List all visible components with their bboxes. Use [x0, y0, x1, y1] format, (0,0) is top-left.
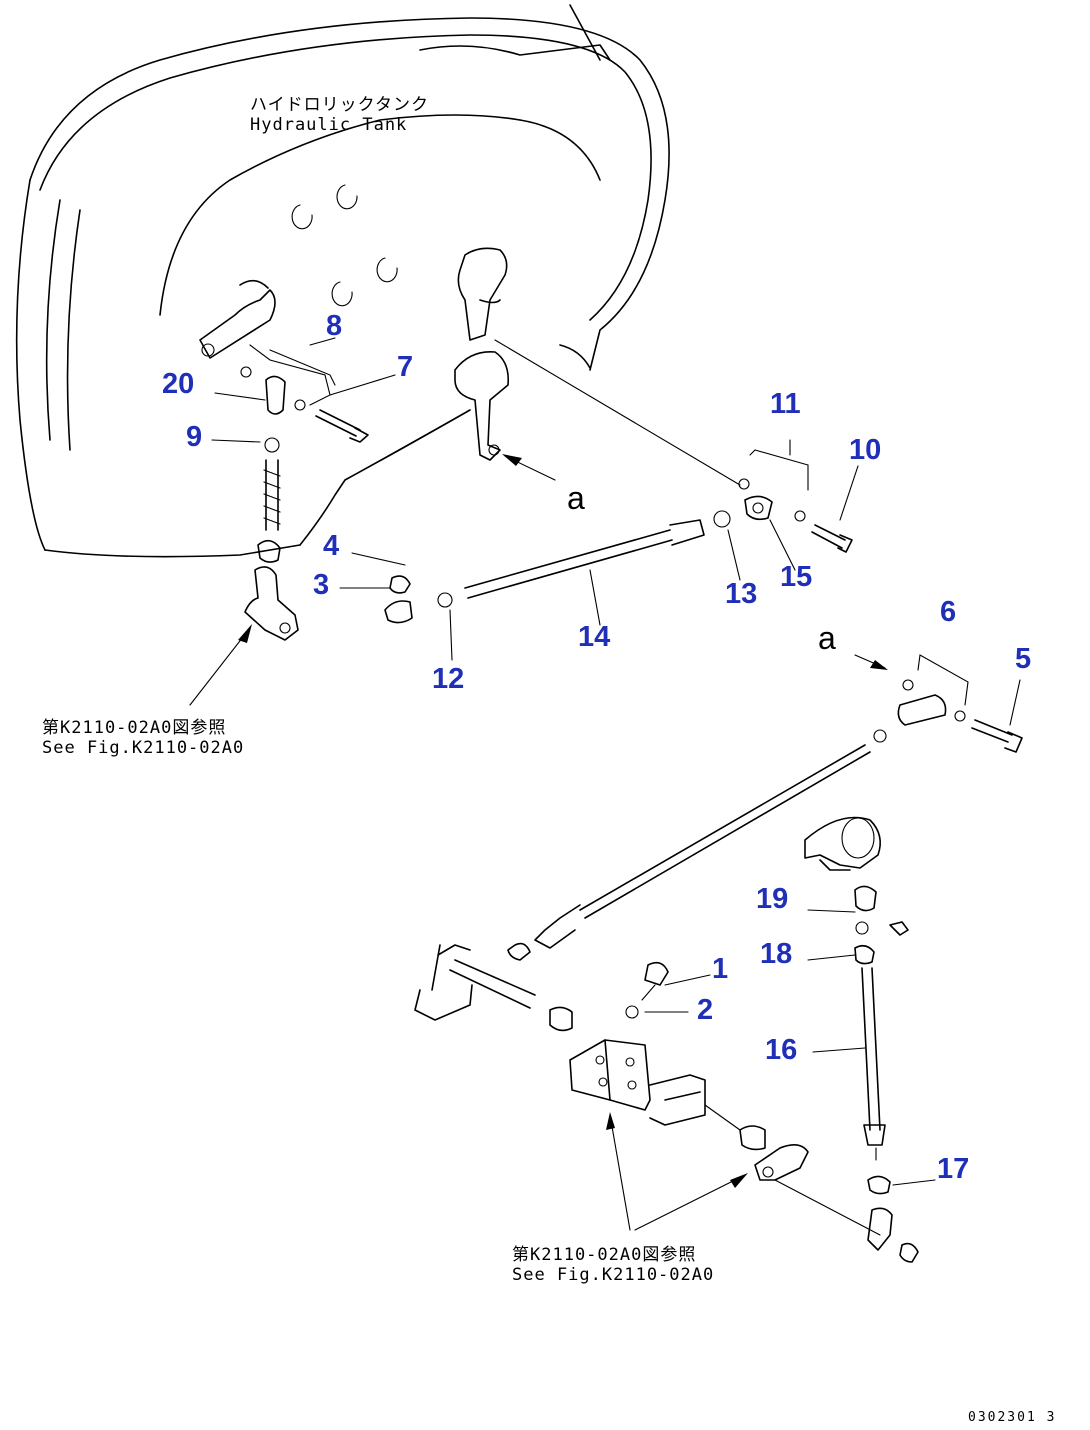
callout-6[interactable]: 6 — [940, 596, 957, 628]
drawing-code: 0302301 3 — [968, 1410, 1057, 1425]
callout-7[interactable]: 7 — [397, 351, 414, 383]
callout-16[interactable]: 16 — [765, 1034, 798, 1066]
upper-lever-bracket — [199, 279, 369, 641]
callout-9[interactable]: 9 — [186, 421, 203, 453]
callout-18[interactable]: 18 — [760, 938, 793, 970]
tank-label: ハイドロリックタンク Hydraulic Tank — [250, 95, 429, 136]
callout-13[interactable]: 13 — [725, 578, 758, 610]
callout-8[interactable]: 8 — [326, 310, 343, 342]
center-lever — [344, 247, 741, 486]
see-fig-note-bottom: 第K2110-02A0図参照 See Fig.K2110-02A0 — [512, 1245, 714, 1286]
callout-4[interactable]: 4 — [323, 530, 340, 562]
callout-11[interactable]: 11 — [770, 388, 801, 420]
see-fig-note-bottom-en: See Fig.K2110-02A0 — [512, 1265, 715, 1286]
hydraulic-tank-outline — [15, 4, 670, 558]
lower-rod-assembly — [507, 679, 1023, 961]
right-vertical-linkage — [804, 816, 919, 1263]
view-ref-a-top: a — [567, 480, 585, 516]
see-fig-note-bottom-jp: 第K2110-02A0図参照 — [512, 1245, 697, 1265]
upper-rod-assembly — [384, 478, 853, 624]
see-fig-note-left-jp: 第K2110-02A0図参照 — [42, 718, 227, 738]
callout-5[interactable]: 5 — [1015, 643, 1032, 675]
view-ref-a-right: a — [818, 620, 836, 656]
leader-lines — [189, 337, 1021, 1231]
tank-label-jp: ハイドロリックタンク — [250, 95, 429, 115]
tank-label-en: Hydraulic Tank — [250, 115, 408, 136]
callout-17[interactable]: 17 — [937, 1153, 970, 1185]
callout-3[interactable]: 3 — [313, 569, 330, 601]
callout-20[interactable]: 20 — [162, 368, 195, 400]
direction-arrows — [238, 454, 888, 1188]
callout-12[interactable]: 12 — [432, 663, 465, 695]
see-fig-note-left: 第K2110-02A0図参照 See Fig.K2110-02A0 — [42, 718, 244, 759]
see-fig-note-left-en: See Fig.K2110-02A0 — [42, 738, 245, 759]
lower-shaft-and-bracket — [414, 944, 881, 1236]
callout-1[interactable]: 1 — [712, 953, 729, 985]
callout-2[interactable]: 2 — [697, 994, 714, 1026]
callout-10[interactable]: 10 — [849, 434, 882, 466]
callout-19[interactable]: 19 — [756, 883, 789, 915]
callout-14[interactable]: 14 — [578, 621, 611, 653]
callout-15[interactable]: 15 — [780, 561, 813, 593]
